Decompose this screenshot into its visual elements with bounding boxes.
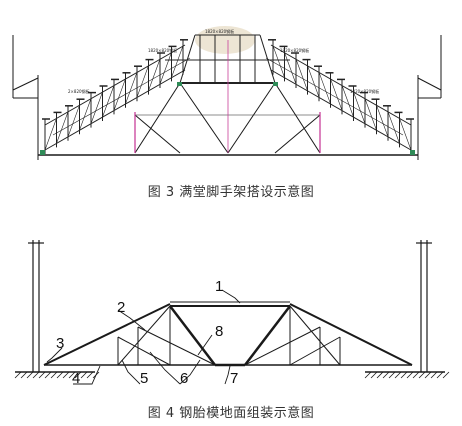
hatch-stroke: [44, 371, 52, 379]
left-wall: [12, 35, 39, 160]
plate-label-1: 1820×820钢板: [148, 47, 177, 53]
ground-hatch-right: [364, 371, 450, 379]
hatch-stroke: [412, 371, 420, 379]
hatch-stroke: [430, 371, 438, 379]
callout-1: 1: [215, 278, 223, 295]
stair-brace: [318, 72, 331, 104]
scaffold-stairs-left: [42, 39, 191, 154]
stair-rail-mid: [52, 57, 191, 136]
hatch-stroke: [80, 371, 88, 379]
hatch-stroke: [424, 371, 432, 379]
stair-brace: [102, 85, 115, 118]
top-platform: [165, 34, 290, 84]
hatch-stroke: [376, 371, 384, 379]
figure-4-caption: 图 4 钢胎模地面组装示意图: [147, 406, 315, 421]
stair-brace: [364, 98, 377, 131]
left-column: [28, 240, 44, 372]
stair-brace: [272, 45, 285, 78]
callout-6: 6: [180, 370, 188, 387]
green-markers: [40, 82, 415, 155]
hatch-stroke: [382, 371, 390, 379]
hatch-stroke: [38, 371, 46, 379]
callout-4: 4: [72, 370, 80, 387]
hatch-stroke: [364, 371, 372, 379]
hatch-stroke: [68, 371, 76, 379]
callout-2: 2: [117, 299, 125, 316]
hatch-stroke: [56, 371, 64, 379]
hatch-stroke: [436, 371, 444, 379]
stair-brace: [125, 72, 138, 104]
stair-brace: [56, 111, 69, 144]
right-column: [416, 240, 432, 372]
stair-brace: [136, 65, 149, 98]
hatch-stroke: [62, 371, 70, 379]
right-wall: [417, 35, 442, 160]
truss-web: [117, 305, 341, 366]
magenta-posts: [134, 40, 321, 153]
truss-frame: [43, 301, 413, 367]
stair-brace: [284, 52, 297, 85]
hatch-stroke: [32, 371, 40, 379]
stair-brace: [113, 78, 126, 111]
plate-label-2: 1820×820钢板: [205, 28, 234, 34]
hatch-stroke: [418, 371, 426, 379]
stair-brace: [376, 105, 389, 137]
callout-8: 8: [215, 323, 223, 340]
ground-hatch-left: [14, 371, 100, 379]
hatch-stroke: [86, 371, 94, 379]
plate-label-4: 2×820钢板: [68, 88, 90, 94]
figure-4-steel-mold-diagram: 1 2 3 4 5 6 7 8: [14, 240, 450, 387]
stair-brace: [90, 91, 103, 124]
callout-5: 5: [140, 370, 148, 387]
plate-label-5: 1820×820钢板: [350, 88, 379, 94]
hatch-stroke: [388, 371, 396, 379]
hatch-stroke: [14, 371, 22, 379]
stair-brace: [79, 98, 92, 131]
hatch-stroke: [394, 371, 402, 379]
stair-brace: [387, 111, 400, 144]
stair-brace: [148, 58, 161, 91]
hatch-stroke: [442, 371, 450, 379]
callout-7: 7: [230, 370, 238, 387]
plate-label-3: 1820×820钢板: [280, 47, 309, 53]
stair-brace: [171, 45, 184, 78]
hatch-stroke: [26, 371, 34, 379]
stair-brace: [44, 118, 57, 151]
stair-brace: [67, 105, 80, 137]
stair-brace: [399, 118, 412, 151]
figure-3-caption: 图 3 满堂脚手架搭设示意图: [147, 185, 315, 200]
callout-leaders: [46, 289, 241, 385]
stair-brace: [159, 52, 172, 85]
hatch-stroke: [20, 371, 28, 379]
inner-truss: [134, 82, 321, 154]
figure-3-scaffold-diagram: 1820×820钢板 1820×820钢板 1820×820钢板 2×820钢板…: [12, 26, 442, 160]
stair-brace: [307, 65, 320, 98]
callout-3: 3: [56, 335, 64, 352]
stair-brace: [330, 78, 343, 111]
stair-brace: [341, 85, 354, 118]
hatch-stroke: [50, 371, 58, 379]
hatch-stroke: [400, 371, 408, 379]
stair-brace: [295, 58, 308, 91]
hatch-stroke: [406, 371, 414, 379]
hatch-stroke: [370, 371, 378, 379]
stair-rail-mid: [265, 57, 404, 136]
hatch-stroke: [74, 371, 82, 379]
scaffold-stairs-right: [265, 39, 414, 154]
stair-brace: [353, 91, 366, 124]
